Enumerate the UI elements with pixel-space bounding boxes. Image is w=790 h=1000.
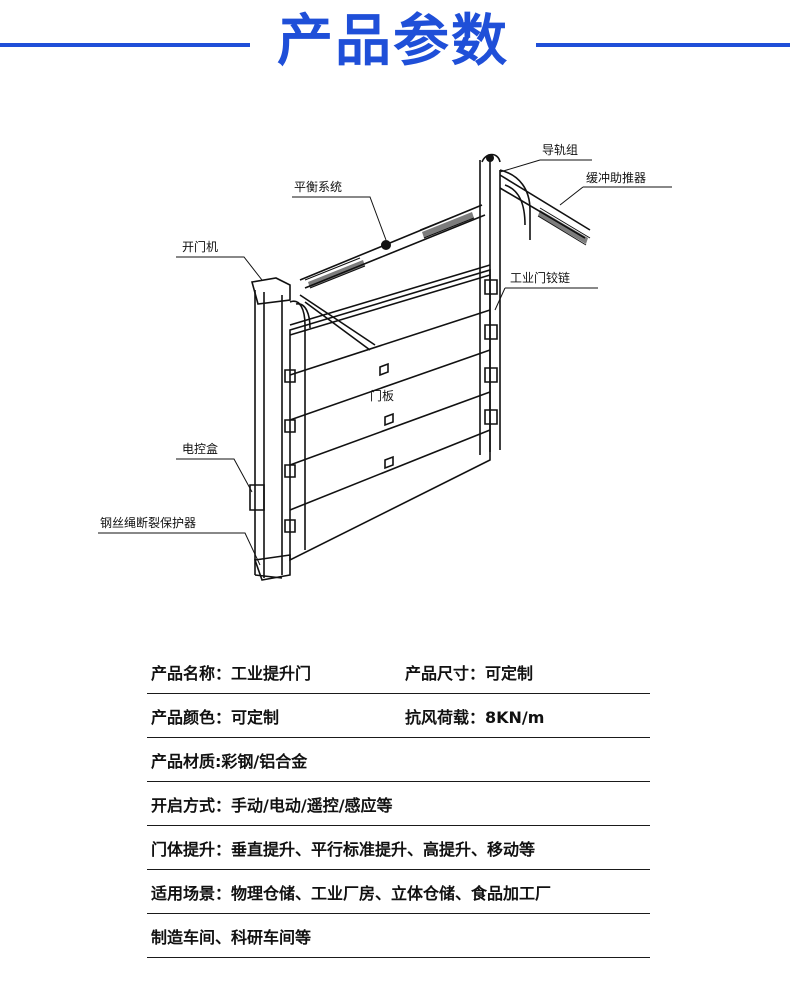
label-hinge: 工业门铰链 (510, 270, 570, 285)
balance-springs (304, 207, 591, 289)
spec-product-color: 产品颜色：可定制 (151, 708, 280, 727)
label-panel: 门板 (370, 388, 394, 403)
spec-table: 产品名称：工业提升门 产品尺寸：可定制 产品颜色：可定制 抗风荷载：8KN/m … (147, 650, 650, 958)
spring-hatching (308, 154, 588, 288)
spec-row: 制造车间、科研车间等 (147, 914, 650, 958)
label-buffer: 缓冲助推器 (586, 170, 646, 185)
label-guide-rail: 导轨组 (542, 143, 578, 157)
spec-row: 门体提升：垂直提升、平行标准提升、高提升、移动等 (147, 826, 650, 870)
spec-row: 产品名称：工业提升门 产品尺寸：可定制 (147, 650, 650, 694)
spec-opening-method: 开启方式：手动/电动/遥控/感应等 (151, 796, 393, 815)
spec-row: 适用场景：物理仓储、工业厂房、立体仓储、食品加工厂 (147, 870, 650, 914)
label-control-box: 电控盒 (182, 441, 218, 456)
spec-scenes-continued: 制造车间、科研车间等 (151, 928, 312, 947)
spec-row: 开启方式：手动/电动/遥控/感应等 (147, 782, 650, 826)
door-structure (249, 153, 591, 581)
spec-row: 产品颜色：可定制 抗风荷载：8KN/m (147, 694, 650, 738)
spec-lift-type: 门体提升：垂直提升、平行标准提升、高提升、移动等 (151, 840, 536, 859)
label-balance: 平衡系统 (294, 180, 342, 194)
spec-scenes: 适用场景：物理仓储、工业厂房、立体仓储、食品加工厂 (151, 884, 552, 903)
spec-wind-load: 抗风荷载：8KN/m (405, 708, 545, 727)
label-opener: 开门机 (182, 239, 218, 254)
header-rule-left (0, 43, 250, 47)
header-rule-right (536, 43, 790, 47)
spec-product-name: 产品名称：工业提升门 (151, 664, 312, 683)
spec-row: 产品材质:彩钢/铝合金 (147, 738, 650, 782)
spec-product-size: 产品尺寸：可定制 (405, 664, 534, 683)
page-title: 产品参数 (277, 9, 509, 74)
door-diagram: 导轨组 缓冲助推器 平衡系统 开门机 工业门铰链 门板 电控盒 钢丝绳断裂保护器 (98, 143, 672, 581)
callout-lines (98, 159, 672, 566)
page-header: 产品参数 (0, 0, 790, 90)
label-cable-protector: 钢丝绳断裂保护器 (100, 515, 196, 530)
spec-material: 产品材质:彩钢/铝合金 (151, 752, 308, 771)
